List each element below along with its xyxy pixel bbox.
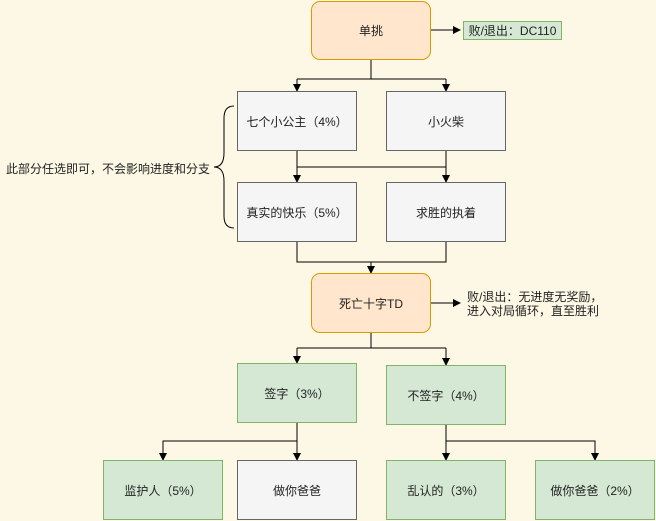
death-cross-fail-line2: 进入对局循环，直至胜利 — [467, 304, 600, 318]
node-duel: 单挑 — [311, 1, 431, 60]
node-not-sign: 不签字（4%） — [386, 365, 506, 425]
node-persistence: 求胜的执着 — [386, 182, 506, 242]
node-be-dad-1: 做你爸爸 — [237, 460, 357, 520]
node-true-happiness: 真实的快乐（5%） — [237, 182, 357, 242]
edge-notsign-right — [446, 440, 599, 461]
node-seven-princesses: 七个小公主（4%） — [237, 91, 357, 151]
node-random-admit: 乱认的（3%） — [386, 460, 506, 520]
node-match: 小火柴 — [386, 91, 506, 151]
edge-sign-left — [159, 440, 297, 461]
node-guardian: 监护人（5%） — [103, 460, 223, 520]
death-cross-fail-line1: 败/退出：无进度无奖励， — [467, 290, 603, 304]
node-sign: 签字（3%） — [237, 363, 357, 423]
optional-section-brace — [213, 105, 235, 229]
death-cross-fail-note: 败/退出：无进度无奖励， 进入对局循环，直至胜利 — [467, 290, 602, 318]
edge-duel-split — [297, 60, 446, 80]
edge-merge — [296, 242, 447, 263]
node-death-cross: 死亡十字TD — [311, 273, 431, 333]
node-be-dad-2: 做你爸爸（2%） — [535, 460, 655, 520]
optional-section-note: 此部分任选即可，不会影响进度和分支 — [6, 162, 211, 176]
node-duel-fail: 败/退出：DC110 — [463, 21, 562, 40]
edge-death-cross-split — [297, 333, 446, 349]
